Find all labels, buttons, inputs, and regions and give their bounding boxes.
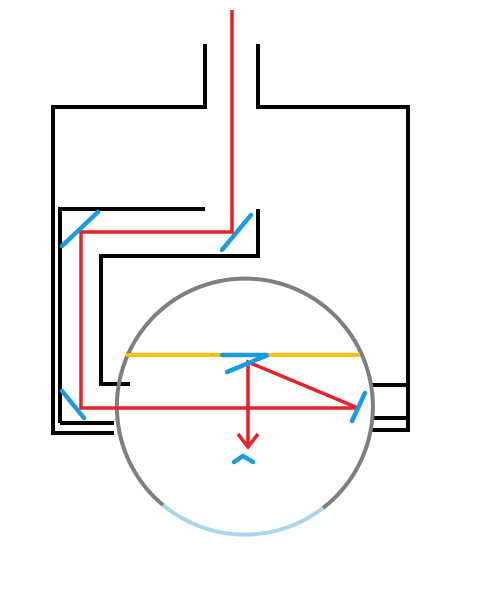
housing — [51, 44, 410, 435]
outer-wall-right — [256, 44, 410, 432]
inner-wall-left — [58, 207, 205, 423]
beam-arrowhead — [236, 432, 260, 450]
mirror-bottom-left — [59, 388, 87, 421]
mirror-center-beam-splitter — [219, 352, 269, 375]
mirror-right — [349, 390, 368, 424]
chamber-circle-gray — [114, 276, 375, 510]
mirrors — [59, 209, 368, 465]
inner-wall-right — [99, 209, 260, 386]
chamber-window-light-blue — [161, 503, 325, 537]
mirror-top-left — [59, 209, 101, 249]
circular-chamber — [114, 276, 375, 537]
detector-mark — [231, 453, 256, 465]
mirror-top-right — [219, 212, 254, 253]
outer-wall-left — [51, 44, 207, 435]
